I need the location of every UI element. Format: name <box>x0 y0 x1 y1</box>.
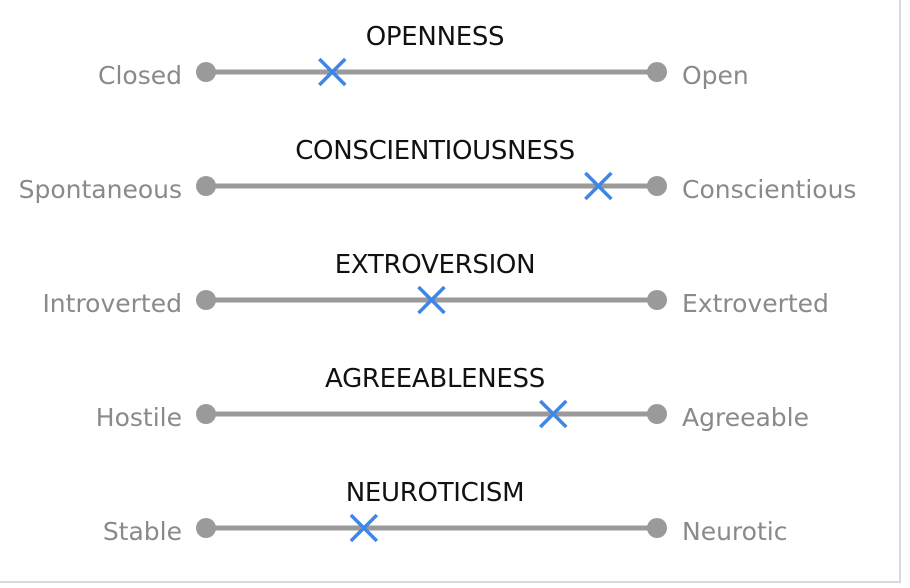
left-pole-label: Introverted <box>42 289 182 318</box>
right-endpoint-icon <box>647 176 667 196</box>
trait-title: EXTROVERSION <box>334 250 536 280</box>
left-pole-label: Closed <box>98 61 182 90</box>
trait-neuroticism: NEUROTICISM Stable Neurotic <box>0 478 910 558</box>
trait-title: AGREEABLENESS <box>325 364 545 394</box>
left-endpoint-icon <box>196 62 216 82</box>
position-marker-icon <box>539 399 568 429</box>
right-endpoint-icon <box>647 290 667 310</box>
trait-scale <box>190 281 675 331</box>
left-endpoint-icon <box>196 290 216 310</box>
position-marker-icon <box>318 57 347 87</box>
right-pole-label: Agreeable <box>682 403 809 432</box>
trait-openness: OPENNESS Closed Open <box>0 22 910 102</box>
left-endpoint-icon <box>196 518 216 538</box>
right-endpoint-icon <box>647 62 667 82</box>
trait-scale <box>190 395 675 445</box>
left-endpoint-icon <box>196 404 216 424</box>
left-pole-label: Stable <box>102 517 182 546</box>
trait-title: NEUROTICISM <box>345 478 525 508</box>
right-pole-label: Extroverted <box>682 289 829 318</box>
trait-title: OPENNESS <box>365 22 505 52</box>
position-marker-icon <box>584 171 613 201</box>
right-pole-label: Neurotic <box>682 517 788 546</box>
trait-conscientiousness: CONSCIENTIOUSNESS Spontaneous Conscienti… <box>0 136 910 216</box>
right-pole-label: Open <box>682 61 749 90</box>
trait-agreeableness: AGREEABLENESS Hostile Agreeable <box>0 364 910 444</box>
position-marker-icon <box>417 285 446 315</box>
trait-title: CONSCIENTIOUSNESS <box>295 136 575 166</box>
left-endpoint-icon <box>196 176 216 196</box>
trait-extroversion: EXTROVERSION Introverted Extroverted <box>0 250 910 330</box>
right-endpoint-icon <box>647 404 667 424</box>
right-pole-label: Conscientious <box>682 175 857 204</box>
right-endpoint-icon <box>647 518 667 538</box>
trait-scale <box>190 509 675 559</box>
trait-scale <box>190 53 675 103</box>
left-pole-label: Spontaneous <box>18 175 182 204</box>
left-pole-label: Hostile <box>95 403 182 432</box>
position-marker-icon <box>349 513 379 543</box>
trait-scale <box>190 167 675 217</box>
